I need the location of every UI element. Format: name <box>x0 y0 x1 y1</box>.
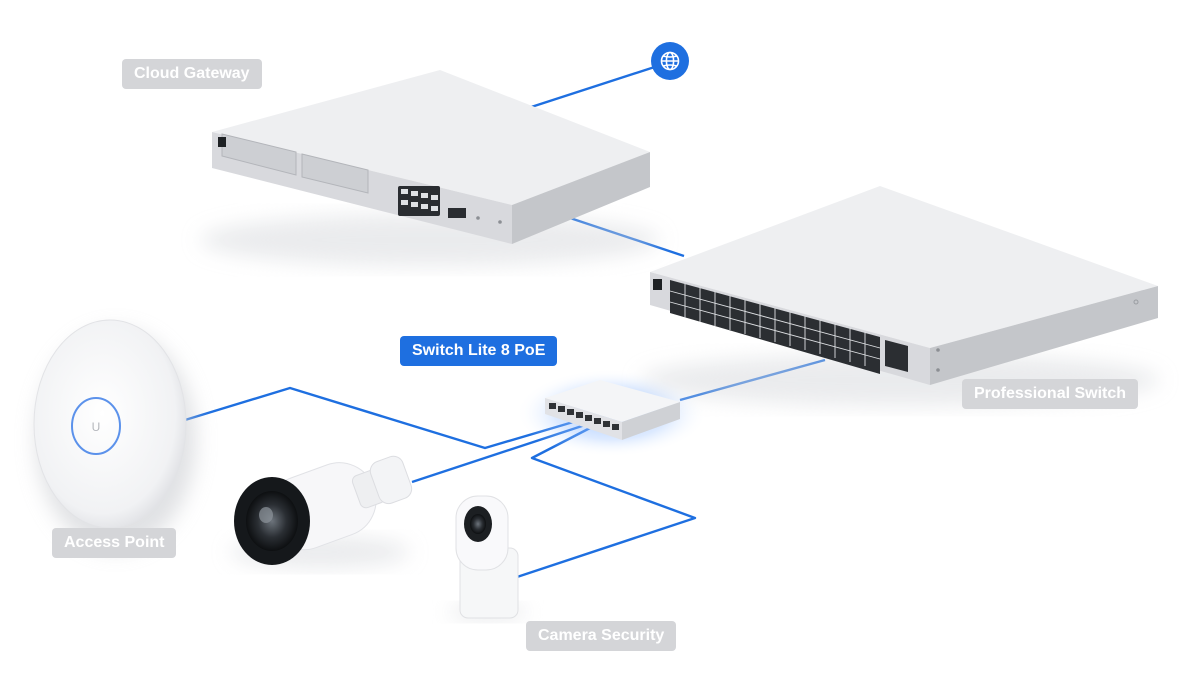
switch-lite-label: Switch Lite 8 PoE <box>400 336 558 366</box>
cable-internet-gateway <box>521 61 668 112</box>
bullet-camera-device <box>230 455 413 568</box>
access-point-label: Access Point <box>52 528 177 558</box>
professional-switch-device <box>640 186 1160 406</box>
camera-security-label: Camera Security <box>526 621 677 651</box>
globe-icon <box>651 42 689 80</box>
cloud-gateway-label: Cloud Gateway <box>122 59 262 89</box>
switch-lite-device <box>516 369 708 457</box>
svg-text:U: U <box>92 420 101 434</box>
access-point-device: U <box>33 319 196 550</box>
dome-camera-device <box>448 495 528 620</box>
cloud-gateway-device <box>200 70 660 266</box>
professional-switch-label: Professional Switch <box>962 379 1139 409</box>
